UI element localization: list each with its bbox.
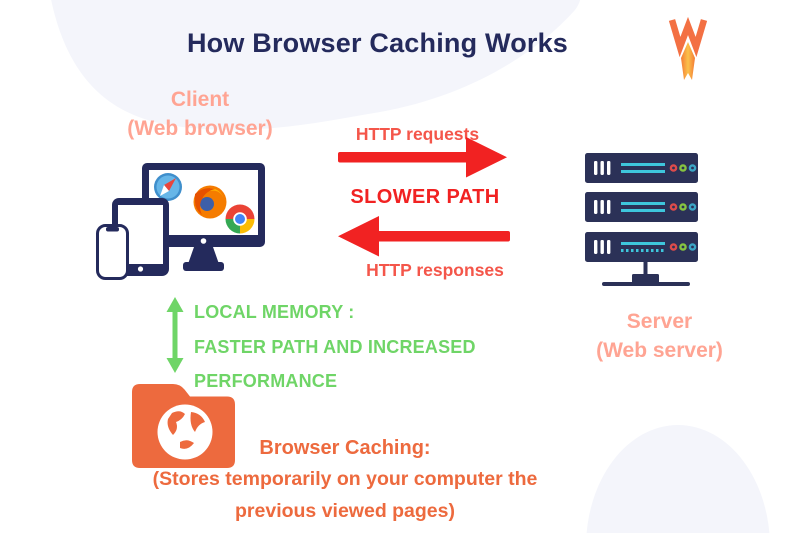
globe-icon [157,404,213,460]
http-requests-label: HTTP requests [355,124,480,144]
server-rack-illustration [585,153,698,286]
http-responses-label: HTTP responses [366,260,504,280]
top-blob-shape [51,0,581,130]
page-title: How Browser Caching Works [186,28,569,58]
server-unit [585,153,698,183]
browser-caching-desc-line1: (Stores temporarily on your computer the [152,468,538,490]
local-memory-text: LOCAL MEMORY : FASTER PATH AND INCREASED… [194,295,524,399]
client-label-line1: Client [170,88,230,111]
request-arrow-right-icon [338,137,507,178]
server-label-line1: Server [626,310,693,333]
client-label-line2: (Web browser) [127,117,273,140]
local-memory-line2: FASTER PATH AND INCREASED [194,336,476,357]
safari-icon [154,173,182,201]
server-stand [602,262,690,286]
server-label: Server (Web server) [552,307,767,365]
local-memory-double-arrow-icon [166,297,184,373]
firefox-icon [193,185,227,219]
chrome-icon [225,204,255,234]
local-memory-line3: PERFORMANCE [194,371,338,391]
client-label: Client (Web browser) [90,85,310,143]
browser-cache-folder-icon [132,384,235,468]
browser-caching-heading: Browser Caching: [259,437,431,459]
response-arrow-left-icon [338,216,510,257]
smartphone-icon [96,224,129,280]
browser-caching-desc-line2: previous viewed pages) [235,500,455,522]
client-devices-illustration [96,163,265,280]
logo-w-shape [668,16,708,58]
slower-path-label: SLOWER PATH [350,186,500,208]
wp-rocket-logo-icon [668,16,708,80]
server-unit [585,232,698,262]
rocket-flame-shape [681,42,695,80]
browser-caching-description: (Stores temporarily on your computer the… [100,463,590,527]
bottom-right-blob-shape [586,425,770,533]
server-label-line2: (Web server) [596,339,723,362]
local-memory-line1: LOCAL MEMORY : [194,302,355,322]
server-unit [585,192,698,222]
